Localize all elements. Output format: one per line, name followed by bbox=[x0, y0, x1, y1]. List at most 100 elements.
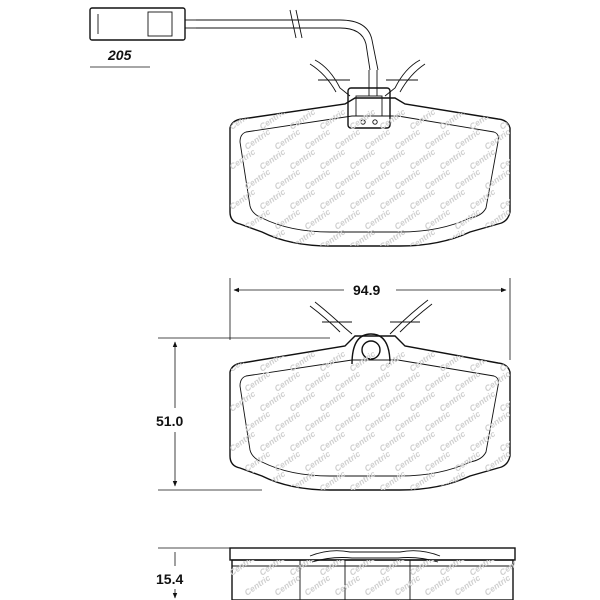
watermark-word: Centric bbox=[437, 388, 467, 413]
watermark-word: Centric bbox=[422, 408, 452, 433]
watermark-word: Centric bbox=[287, 146, 317, 171]
watermark-word: Centric bbox=[302, 166, 332, 191]
side-friction-material bbox=[231, 559, 514, 600]
watermark-word: Centric bbox=[287, 428, 317, 453]
watermark-word: Centric bbox=[362, 126, 392, 151]
watermark-word: Centric bbox=[482, 572, 512, 597]
watermark-word: Centric bbox=[362, 408, 392, 433]
watermark-word: Centric bbox=[317, 552, 347, 577]
wear-sensor bbox=[89, 7, 379, 71]
watermark-word: Centric bbox=[347, 186, 377, 211]
watermark-word: Centric bbox=[257, 552, 287, 577]
watermark-word: Centric bbox=[317, 428, 347, 453]
watermark-word: Centric bbox=[317, 146, 347, 171]
watermark-word: Centric bbox=[407, 388, 437, 413]
watermark-word: Centric bbox=[287, 552, 317, 577]
watermark-word: Centric bbox=[407, 348, 437, 373]
watermark-word: Centric bbox=[392, 572, 422, 597]
watermark-word: Centric bbox=[407, 226, 437, 251]
watermark-word: Centric bbox=[332, 206, 362, 231]
middle-spring-clip bbox=[309, 299, 433, 335]
watermark-word: Centric bbox=[377, 146, 407, 171]
watermark-word: Centric bbox=[407, 186, 437, 211]
watermark-word: Centric bbox=[257, 348, 287, 373]
watermark-word: Centric bbox=[332, 572, 362, 597]
watermark-word: Centric bbox=[302, 368, 332, 393]
watermark-word: Centric bbox=[407, 106, 437, 131]
watermark-word: Centric bbox=[227, 106, 257, 131]
watermark-word: Centric bbox=[227, 428, 257, 453]
watermark-word: Centric bbox=[437, 428, 467, 453]
watermark-word: Centric bbox=[467, 226, 497, 251]
watermark-word: Centric bbox=[332, 448, 362, 473]
watermark-word: Centric bbox=[422, 572, 452, 597]
part-number-label: 205 bbox=[107, 47, 132, 63]
watermark-word: Centric bbox=[452, 166, 482, 191]
watermark-word: Centric bbox=[467, 428, 497, 453]
top-backing-plate bbox=[229, 97, 511, 247]
watermark-word: Centric bbox=[227, 146, 257, 171]
watermark-word: Centric bbox=[347, 146, 377, 171]
watermark-word: Centric bbox=[347, 388, 377, 413]
watermark-word: Centric bbox=[317, 186, 347, 211]
watermark-word: Centric bbox=[467, 106, 497, 131]
watermark-word: Centric bbox=[377, 552, 407, 577]
watermark-word: Centric bbox=[392, 368, 422, 393]
watermark-word: Centric bbox=[242, 206, 272, 231]
watermark-word: Centric bbox=[302, 126, 332, 151]
watermark-word: Centric bbox=[227, 388, 257, 413]
watermark-word: Centric bbox=[362, 448, 392, 473]
watermark-word: Centric bbox=[257, 226, 287, 251]
watermark-word: Centric bbox=[332, 408, 362, 433]
watermark-word: Centric bbox=[242, 448, 272, 473]
watermark-word: Centric bbox=[332, 126, 362, 151]
watermark-word: Centric bbox=[452, 572, 482, 597]
watermark-word: Centric bbox=[437, 468, 467, 493]
watermark-word: Centric bbox=[347, 226, 377, 251]
watermark-word: Centric bbox=[467, 348, 497, 373]
watermark-word: Centric bbox=[362, 206, 392, 231]
watermark-word: Centric bbox=[257, 146, 287, 171]
watermark-word: Centric bbox=[272, 126, 302, 151]
watermark-word: Centric bbox=[377, 186, 407, 211]
watermark-word: Centric bbox=[362, 368, 392, 393]
height-value: 51.0 bbox=[156, 413, 183, 429]
watermark-word: Centric bbox=[377, 388, 407, 413]
watermark-word: Centric bbox=[227, 186, 257, 211]
watermark-word: Centric bbox=[272, 448, 302, 473]
watermark-word: Centric bbox=[497, 226, 527, 251]
top-friction-material bbox=[239, 115, 499, 233]
thickness-value: 15.4 bbox=[156, 571, 183, 587]
watermark-word: Centric bbox=[242, 572, 272, 597]
watermark-word: Centric bbox=[497, 468, 527, 493]
watermark-word: Centric bbox=[347, 428, 377, 453]
watermark-word: Centric bbox=[482, 166, 512, 191]
watermark-word: Centric bbox=[272, 408, 302, 433]
watermark-word: Centric bbox=[347, 552, 377, 577]
watermark-word: Centric bbox=[422, 126, 452, 151]
watermark-word: Centric bbox=[362, 572, 392, 597]
watermark-word: Centric bbox=[497, 348, 527, 373]
middle-mount-hole bbox=[361, 340, 381, 360]
watermark-word: Centric bbox=[497, 388, 527, 413]
watermark-word: Centric bbox=[317, 226, 347, 251]
watermark-word: Centric bbox=[242, 368, 272, 393]
watermark-word: Centric bbox=[377, 428, 407, 453]
sensor-wire bbox=[196, 19, 379, 71]
watermark-word: Centric bbox=[227, 226, 257, 251]
height-dimension: 51.0 bbox=[156, 337, 330, 491]
watermark-word: Centric bbox=[467, 388, 497, 413]
top-spring-clip bbox=[309, 59, 426, 97]
width-value: 94.9 bbox=[353, 282, 380, 298]
watermark-word: Centric bbox=[377, 226, 407, 251]
watermark-word: Centric bbox=[482, 408, 512, 433]
watermark-word: Centric bbox=[287, 186, 317, 211]
watermark-word: Centric bbox=[257, 428, 287, 453]
watermark-word: Centric bbox=[497, 186, 527, 211]
watermark-word: Centric bbox=[317, 388, 347, 413]
watermark-word: Centric bbox=[452, 126, 482, 151]
